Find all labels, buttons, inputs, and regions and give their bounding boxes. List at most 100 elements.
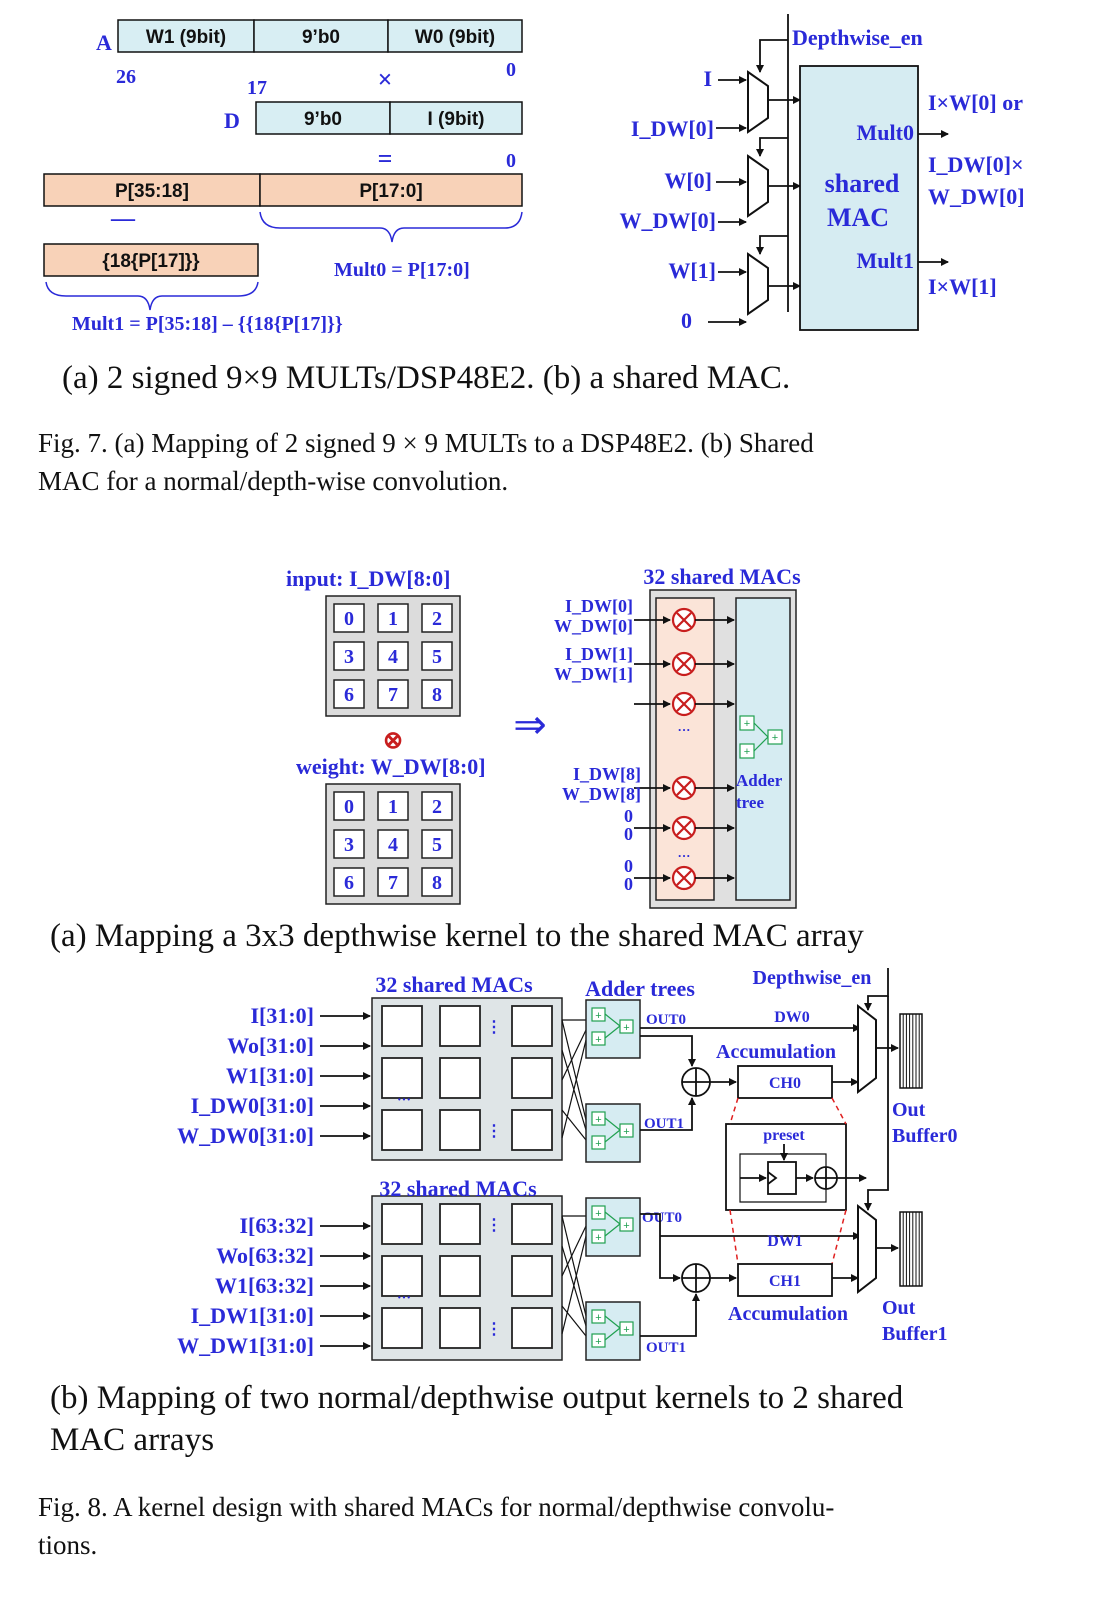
wire-out1b-add1	[640, 1293, 700, 1337]
weight-grid-cell-1	[377, 791, 409, 821]
multiplier-x	[676, 820, 692, 836]
adder-link	[604, 1223, 621, 1237]
cells-dots-h: ···	[397, 1093, 411, 1108]
array-input-label: I[63:32]	[239, 1213, 314, 1238]
mac-in-7: 0	[624, 824, 633, 844]
wire-en-mux1	[864, 996, 889, 1211]
bit-0-p: 0	[506, 150, 516, 172]
dash-ch0-left	[729, 1097, 739, 1125]
adder-link	[604, 1211, 621, 1225]
adder-link	[604, 1013, 621, 1027]
input-grid-cell-label: 2	[432, 608, 442, 630]
mac-in-2: I_DW[1]	[565, 644, 633, 664]
mac-cell	[511, 1203, 553, 1245]
out0-line2: I_DW[0]×	[928, 152, 1024, 177]
out0-line3: W_DW[0]	[928, 184, 1025, 209]
mac-in-5: W_DW[8]	[562, 784, 641, 804]
clock-icon	[767, 1171, 778, 1185]
adder-plus: +	[623, 1022, 629, 1034]
mac-cell	[511, 1057, 553, 1099]
preset-register	[767, 1161, 797, 1195]
dash-ch1-left	[729, 1209, 739, 1265]
fig7-caption-2: MAC for a normal/depth-wise convolution.	[38, 466, 508, 496]
mac-cell	[511, 1005, 553, 1047]
out-buffer0-label-2: Buffer0	[892, 1125, 958, 1147]
multiplier-column	[655, 597, 715, 901]
bit-17: 17	[247, 77, 267, 99]
wire-en-mux0	[864, 968, 889, 1011]
input-grid-cell-label: 8	[432, 684, 442, 706]
mac-cell	[439, 1307, 481, 1349]
wire-out0-bottom	[640, 1213, 661, 1236]
mac-label-1: shared	[825, 169, 900, 198]
fig7-caption-1: Fig. 7. (a) Mapping of 2 signed 9 × 9 MU…	[38, 428, 814, 458]
reg-d-i	[389, 101, 523, 135]
mult-dots-2: ···	[677, 848, 690, 863]
array-top-inputs: I[31:0]Wo[31:0]W1[31:0]I_DW0[31:0]W_DW0[…	[177, 1003, 371, 1148]
array-input-label: W1[63:32]	[215, 1273, 314, 1298]
macs-bottom-title: 32 shared MACs	[379, 1176, 537, 1201]
fig8-caption-1: Fig. 8. A kernel design with shared MACs…	[38, 1492, 834, 1522]
mac-cells-top: ⋮⋮···	[381, 1005, 553, 1151]
adder-plus: +	[623, 1324, 629, 1336]
reg-a-w0	[387, 19, 523, 53]
weight-grid-cell-label: 8	[432, 872, 442, 894]
equals-sign: =	[378, 144, 393, 173]
adder-plus: +	[595, 1138, 601, 1150]
weight-label: weight: W_DW[8:0]	[296, 754, 486, 779]
input-grid-cell-label: 5	[432, 646, 442, 668]
mac-in-0: I_DW[0]	[565, 596, 633, 616]
reg-d-zero-label: 9’b0	[304, 109, 342, 130]
array-input-label: W1[31:0]	[226, 1063, 314, 1088]
mux-1	[747, 70, 769, 134]
en-to-mux3	[756, 235, 788, 255]
fig7b-shared-mac: Depthwise_en I I_DW[0] W[0] W_DW[0] W[1]…	[619, 14, 1025, 333]
wire-out0b-add1	[659, 1236, 681, 1282]
mult1-eq: Mult1 = P[35:18] – {{18{P[17]}}	[72, 313, 343, 335]
accumulation-bottom: Accumulation	[728, 1303, 848, 1325]
mux-out0	[857, 1003, 877, 1095]
weight-grid-cell-7	[377, 867, 409, 897]
weight-grid-cell-label: 1	[388, 796, 398, 818]
macs-top-title: 32 shared MACs	[375, 972, 533, 997]
array-input-label: W_DW1[31:0]	[177, 1333, 314, 1358]
mac-in-4: I_DW[8]	[573, 764, 641, 784]
mac-cell	[511, 1109, 553, 1151]
out1-top: OUT1	[644, 1116, 684, 1132]
weight-grid-cell-0	[333, 791, 365, 821]
input-grid-cell-label: 3	[344, 646, 354, 668]
adder-link	[604, 1129, 621, 1143]
brace-mult1	[45, 281, 259, 311]
fig7b-depthwise-en: Depthwise_en	[792, 25, 923, 50]
cells-dots-v: ⋮	[486, 1321, 502, 1338]
weight-grid-cell-label: 4	[388, 834, 398, 856]
weight-grid-cell-3	[333, 829, 365, 859]
brace-mult0	[259, 211, 523, 243]
fig8b-depthwise-en: Depthwise_en	[753, 967, 872, 989]
input-label: input: I_DW[8:0]	[286, 566, 450, 591]
array-input-label: I[31:0]	[250, 1003, 314, 1028]
adder-link	[604, 1327, 621, 1341]
fig8b-subcaption-2: MAC arrays	[50, 1422, 214, 1458]
array-input-label: I_DW0[31:0]	[191, 1093, 314, 1118]
reg-sign-ext	[43, 243, 259, 277]
adder-tree-icon: + + +	[739, 715, 783, 759]
reg-p-high	[43, 173, 261, 207]
mac-cell	[381, 1057, 423, 1099]
input-grid-cell-3	[333, 641, 365, 671]
weight-grid-cell-label: 5	[432, 834, 442, 856]
adder-plus: +	[595, 1312, 601, 1324]
fig8b-subcaption-1: (b) Mapping of two normal/depthwise outp…	[50, 1380, 904, 1416]
mac-cell	[511, 1255, 553, 1297]
multiplier-x	[676, 612, 692, 628]
adder-cell	[591, 1135, 606, 1150]
weight-grid-cell-label: 2	[432, 796, 442, 818]
reg-d-i-label: I (9bit)	[428, 109, 485, 130]
fig7-subcaption: (a) 2 signed 9×9 MULTs/DSP48E2. (b) a sh…	[62, 360, 790, 396]
input-grid-cell-5	[421, 641, 453, 671]
dash-ch0-right	[831, 1097, 847, 1125]
reg-sign-ext-label: {18{P[17]}}	[102, 251, 200, 272]
ch1-register	[737, 1263, 833, 1297]
weight-grid-cell-8	[421, 867, 453, 897]
